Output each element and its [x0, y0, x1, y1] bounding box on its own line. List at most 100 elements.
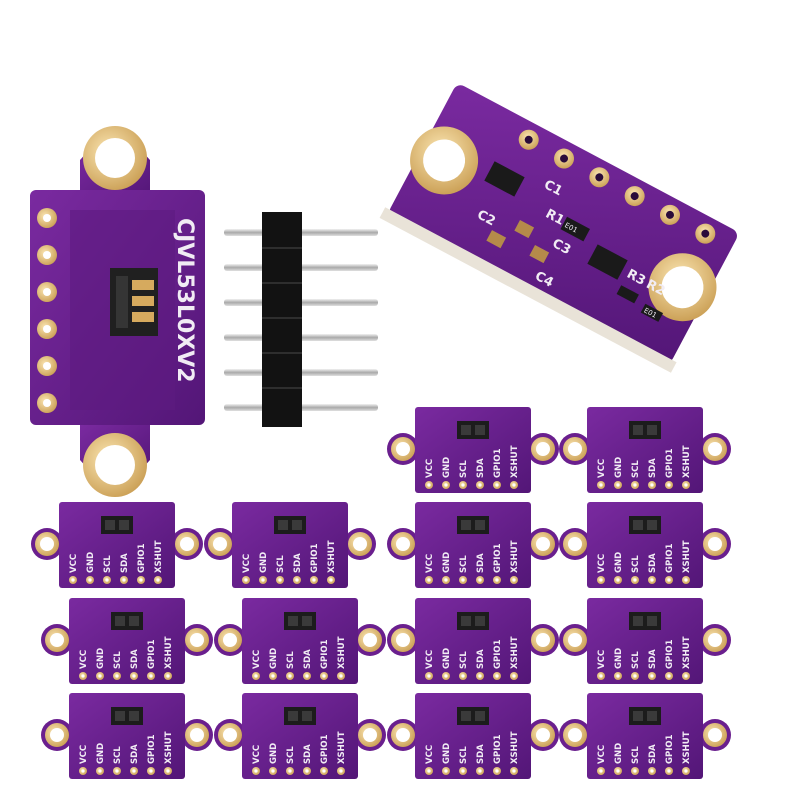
mount-hole: [536, 728, 550, 742]
pin-label: SDA: [476, 458, 486, 478]
pin-label: GND: [96, 648, 106, 669]
mount-hole: [568, 537, 582, 551]
regulator-chip: [484, 161, 525, 197]
level-shifter-chip: [587, 244, 628, 280]
pcb-body: [232, 502, 348, 588]
pin-label: GND: [614, 552, 624, 573]
mount-hole: [536, 537, 550, 551]
mount-hole: [396, 442, 410, 456]
pin-label: SDA: [648, 553, 658, 573]
pin-label: GPIO1: [665, 448, 675, 478]
pcb-body: [415, 598, 531, 684]
mount-hole: [396, 728, 410, 742]
pin-label: SCL: [459, 460, 469, 478]
pin-label: SDA: [648, 649, 658, 669]
pin-label: VCC: [69, 554, 79, 573]
mount-hole: [568, 442, 582, 456]
mount-hole: [536, 442, 550, 456]
pin-label: GND: [259, 552, 269, 573]
pin-label: SCL: [459, 555, 469, 573]
pcb-body: [415, 407, 531, 493]
pin-label: GPIO1: [493, 734, 503, 764]
pin-label: GPIO1: [493, 448, 503, 478]
pin-label: GPIO1: [665, 543, 675, 573]
mount-hole: [50, 728, 64, 742]
pcb-body: [415, 502, 531, 588]
pcb-body: [587, 598, 703, 684]
pin-label: SDA: [303, 744, 313, 764]
mount-hole: [708, 633, 722, 647]
pin-label: VCC: [425, 459, 435, 478]
pin-label: GPIO1: [493, 639, 503, 669]
pin-label: VCC: [597, 554, 607, 573]
pin-pad-column: [37, 208, 57, 413]
pin-label: VCC: [252, 745, 262, 764]
pin-label: SDA: [293, 553, 303, 573]
mount-hole: [661, 266, 704, 309]
pin-label: XSHUT: [510, 445, 520, 478]
pcb-body: [69, 693, 185, 779]
pin-label: GND: [614, 743, 624, 764]
mount-hole: [40, 537, 54, 551]
pin-label: GPIO1: [310, 543, 320, 573]
pin-label: SCL: [631, 651, 641, 669]
pcb-body: [242, 598, 358, 684]
mount-hole: [396, 537, 410, 551]
pin-label: GND: [96, 743, 106, 764]
pin-label: SCL: [113, 746, 123, 764]
main-board-back: C1 R1 C2 C3 C4 R3 R2 E01 E01: [379, 85, 737, 373]
pin-label: SDA: [303, 649, 313, 669]
mount-hole: [708, 537, 722, 551]
pin-label: VCC: [79, 650, 89, 669]
pin-label: GND: [442, 743, 452, 764]
pin-label: VCC: [242, 554, 252, 573]
mount-hole: [190, 728, 204, 742]
pin-label: SCL: [459, 746, 469, 764]
pin-label: SDA: [476, 649, 486, 669]
pcb-body: [415, 693, 531, 779]
pin-label: SCL: [459, 651, 469, 669]
tof-sensor-chip: [110, 268, 158, 336]
mount-hole: [223, 728, 237, 742]
mount-hole: [95, 138, 135, 178]
mount-hole: [396, 633, 410, 647]
pin-label: VCC: [597, 745, 607, 764]
mount-hole: [568, 633, 582, 647]
pin-label: XSHUT: [682, 540, 692, 573]
pin-label: VCC: [79, 745, 89, 764]
mount-hole: [95, 445, 135, 485]
pin-header: [224, 212, 378, 427]
mount-hole: [363, 728, 377, 742]
pin-label: XSHUT: [682, 636, 692, 669]
pin-label: XSHUT: [682, 731, 692, 764]
pcb-body: [242, 693, 358, 779]
pin-label: GPIO1: [320, 734, 330, 764]
mount-hole: [568, 728, 582, 742]
mount-hole: [223, 633, 237, 647]
pin-pad-row: [518, 129, 716, 244]
pcb-body: [587, 407, 703, 493]
pcb-body: [69, 598, 185, 684]
pin-label: GPIO1: [137, 543, 147, 573]
pin-label: XSHUT: [327, 540, 337, 573]
pin-label: SCL: [103, 555, 113, 573]
mount-hole: [353, 537, 367, 551]
pin-label: SCL: [286, 746, 296, 764]
pin-label: SCL: [631, 746, 641, 764]
pin-label: GND: [442, 552, 452, 573]
pcb-body: [587, 693, 703, 779]
pin-label: GND: [614, 457, 624, 478]
pin-label: SDA: [476, 553, 486, 573]
pcb-body: [587, 502, 703, 588]
pin-label: SDA: [476, 744, 486, 764]
pin-label: VCC: [425, 745, 435, 764]
